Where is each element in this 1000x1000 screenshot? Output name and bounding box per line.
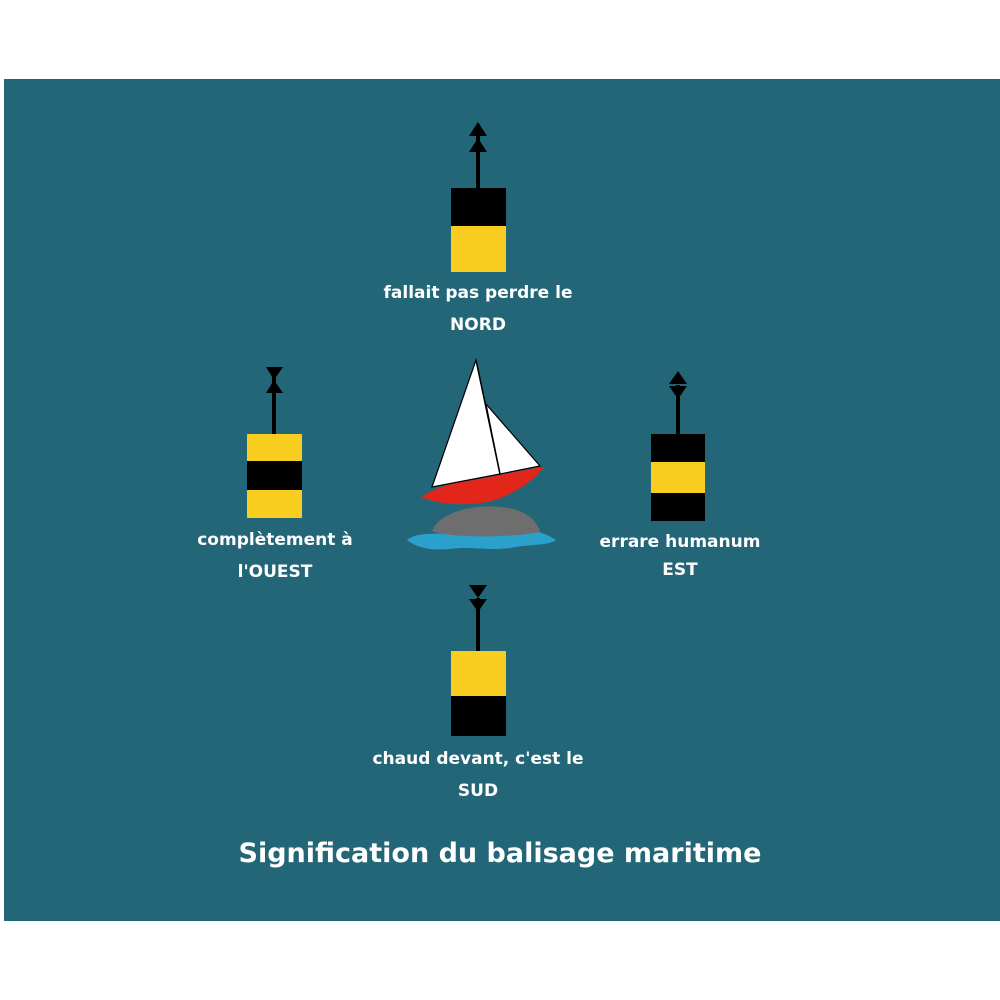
south-label-line2: SUD: [457, 781, 499, 801]
east-buoy-yellow-band: [651, 462, 705, 493]
north-label-line1: fallait pas perdre le: [383, 283, 573, 303]
west-label-line2: l'OUEST: [237, 562, 313, 582]
west-topmark-cone-down-icon: [266, 367, 283, 380]
east-buoy-black-band-bottom: [651, 493, 705, 521]
north-cardinal-buoy: [451, 122, 506, 272]
mast: [475, 359, 501, 475]
west-buoy-label: complètement à l'OUEST: [150, 524, 400, 588]
east-buoy-black-band-top: [651, 434, 705, 462]
east-cardinal-buoy: [651, 371, 705, 521]
west-topmark-cone-up-icon: [266, 380, 283, 393]
diagram-title: Signification du balisage maritime: [238, 838, 762, 869]
west-cardinal-buoy: [247, 367, 302, 518]
south-topmark-cone-lower-icon: [469, 599, 487, 612]
north-buoy-yellow-band: [451, 226, 506, 272]
south-topmark-cone-upper-icon: [469, 585, 487, 598]
south-cardinal-buoy: [451, 585, 506, 736]
west-label-line1: complètement à: [197, 530, 353, 550]
south-buoy-black-band: [451, 696, 506, 736]
east-topmark-cone-up-icon: [669, 371, 687, 384]
east-label-line2: EST: [662, 560, 698, 580]
north-label-line2: NORD: [450, 315, 506, 335]
east-buoy-label: errare humanum EST: [560, 528, 800, 584]
east-topmark-cone-down-icon: [669, 386, 687, 399]
north-topmark-cone-upper-icon: [469, 122, 487, 136]
west-buoy-yellow-band-top: [247, 434, 302, 461]
north-buoy-label: fallait pas perdre le NORD: [328, 277, 628, 341]
west-buoy-black-band: [247, 461, 302, 490]
south-buoy-yellow-band: [451, 651, 506, 696]
east-label-line1: errare humanum: [599, 532, 761, 552]
north-buoy-black-band: [451, 188, 506, 226]
boat-hull: [421, 467, 544, 505]
south-buoy-label: chaud devant, c'est le SUD: [318, 743, 638, 807]
south-label-line1: chaud devant, c'est le: [372, 749, 584, 769]
sailboat-on-rock-icon: [407, 357, 556, 550]
north-topmark-cone-lower-icon: [469, 138, 487, 152]
rock: [432, 506, 540, 537]
west-buoy-yellow-band-bottom: [247, 490, 302, 518]
